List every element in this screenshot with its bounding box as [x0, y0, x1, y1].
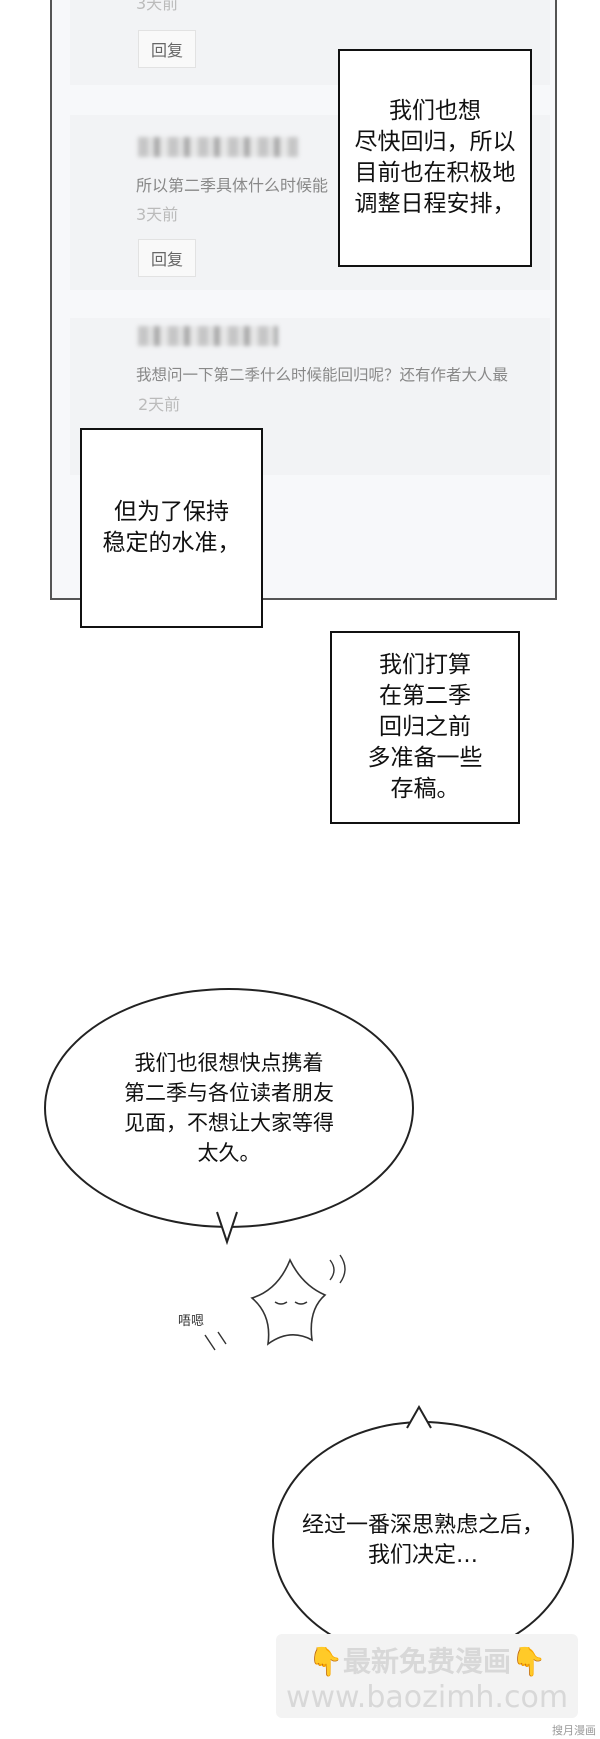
pointing-down-icon: 👇	[511, 1645, 546, 1678]
bubble-tail	[406, 1405, 432, 1429]
speech-bubble: 我们也很想快点携着 第二季与各位读者朋友 见面，不想让大家等得 太久。	[44, 988, 414, 1228]
sound-effect: 唔嗯	[178, 1314, 205, 1329]
blurred-username	[138, 137, 298, 157]
pointing-down-icon: 👇	[308, 1645, 343, 1678]
watermark-line1: 最新免费漫画	[342, 1645, 511, 1678]
caption-box: 我们打算 在第二季 回归之前 多准备一些 存稿。	[330, 631, 520, 824]
caption-box: 但为了保持 稳定的水准，	[80, 428, 263, 628]
comment-text: 所以第二季具体什么时候能	[136, 176, 329, 195]
comment-card: 3天前 回复	[70, 0, 550, 85]
comment-time: 3天前	[136, 205, 179, 224]
watermark-url: www.baozimh.com	[285, 1680, 569, 1715]
reply-button[interactable]: 回复	[138, 239, 196, 277]
watermark: 👇最新免费漫画👇 www.baozimh.com	[276, 1634, 578, 1718]
caption-box: 我们也想 尽快回归，所以 目前也在积极地 调整日程安排，	[338, 49, 532, 267]
comment-time: 3天前	[136, 0, 179, 13]
reply-button[interactable]: 回复	[138, 30, 196, 68]
blurred-username	[138, 326, 278, 346]
bubble-tail	[216, 1211, 238, 1245]
comment-text: 我想问一下第二季什么时候能回归呢？还有作者大人最	[136, 366, 509, 384]
comment-time: 2天前	[138, 395, 181, 414]
speech-bubble: 经过一番深思熟虑之后， 我们决定…	[272, 1421, 574, 1661]
credit-text: 搜月漫画	[552, 1724, 596, 1737]
star-character-icon	[204, 1254, 346, 1351]
